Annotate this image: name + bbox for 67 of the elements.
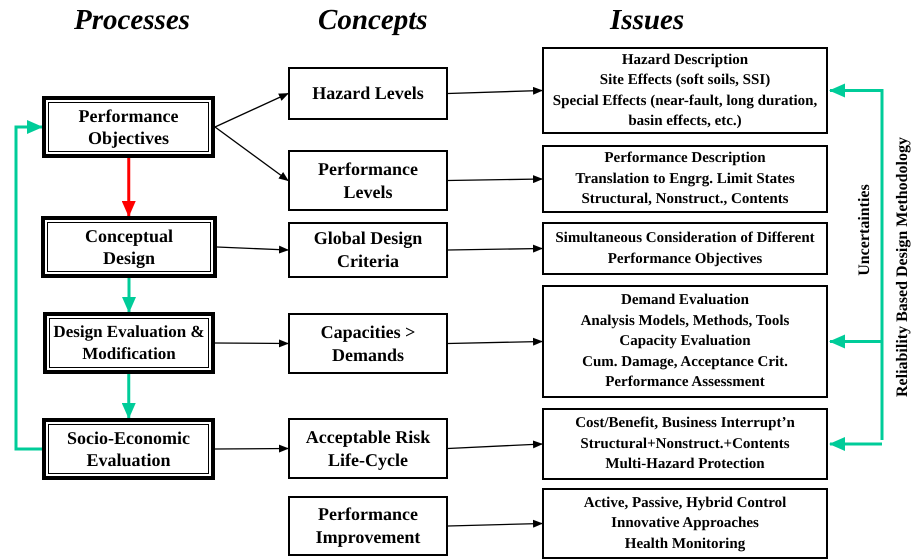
concept-box — [288, 67, 448, 120]
issue-box — [542, 408, 828, 480]
arrow — [214, 126, 289, 182]
arrow — [448, 520, 543, 528]
box-label: Design Evaluation & Modification — [52, 321, 206, 365]
arrow — [829, 437, 882, 451]
arrow — [122, 278, 136, 313]
process-box — [43, 312, 215, 374]
issue-text: Analysis Models, Methods, Tools — [580, 312, 790, 331]
issue-text: Capacity Evaluation — [619, 332, 751, 352]
column-heading: Issues — [610, 4, 684, 37]
issue-box — [542, 285, 828, 398]
box-label: Acceptable Risk Life-Cycle — [304, 426, 432, 472]
process-box — [42, 96, 215, 158]
side-label: Uncertainties — [856, 184, 874, 276]
issue-text: Cum. Damage, Acceptance Crit. — [582, 352, 788, 372]
issue-text: Health Monitoring — [624, 534, 746, 554]
concept-box — [288, 418, 448, 479]
box-label: Performance Objectives — [78, 105, 180, 149]
column-heading: Processes — [74, 4, 190, 37]
column-heading: Concepts — [318, 4, 428, 37]
arrow — [448, 244, 543, 253]
box-label: Performance Levels — [317, 158, 419, 204]
concept-box — [288, 150, 448, 211]
arrow — [829, 84, 884, 440]
issue-box — [542, 488, 828, 559]
box-label: Performance Improvement — [314, 503, 422, 549]
issue-text: Special Effects (near-fault, long duration, basin effects, etc.) — [552, 92, 818, 131]
box-label: Capacities > Demands — [320, 320, 416, 366]
issue-text: Innovative Approaches — [611, 514, 759, 534]
issue-text: Simultaneous Consideration of Different Performance Objectives — [554, 229, 816, 268]
issue-text: Translation to Engrg. Limit States — [575, 170, 795, 189]
issue-text: Site Effects (soft soils, SSI) — [600, 71, 770, 90]
arrow — [448, 338, 543, 346]
side-label: Reliability Based Design Methodology — [894, 137, 912, 397]
process-box — [41, 216, 217, 278]
box-label: Hazard Levels — [312, 82, 424, 105]
arrow — [122, 374, 136, 419]
arrow — [215, 444, 289, 453]
box-label: Conceptual Design — [84, 225, 174, 269]
concept-box — [288, 496, 448, 556]
concept-box — [288, 222, 448, 278]
arrow — [14, 120, 43, 450]
issue-text: Performance Assessment — [605, 373, 765, 392]
issue-box — [542, 222, 828, 275]
arrow — [215, 339, 289, 348]
arrow — [448, 440, 543, 450]
box-label: Socio-Economic Evaluation — [66, 427, 191, 471]
box-label: Global Design Criteria — [312, 227, 424, 273]
issue-text: Active, Passive, Hybrid Control — [584, 494, 786, 513]
issue-text: Hazard Description — [622, 50, 748, 70]
issue-text: Structural+Nonstruct.+Contents — [580, 434, 790, 454]
issue-text: Multi-Hazard Protection — [605, 455, 765, 474]
arrow — [448, 175, 543, 184]
arrow — [448, 86, 543, 95]
arrow — [122, 158, 136, 217]
issue-box — [542, 145, 828, 213]
issue-text: Performance Description — [604, 149, 766, 168]
process-box — [42, 418, 215, 480]
issue-text: Demand Evaluation — [621, 291, 749, 310]
issue-box — [542, 47, 828, 134]
arrow — [216, 246, 289, 254]
arrow — [214, 92, 289, 128]
issue-text: Structural, Nonstruct., Contents — [581, 190, 789, 210]
issue-text: Cost/Benefit, Business Interrupt’n — [575, 414, 795, 434]
concept-box — [288, 313, 448, 374]
arrow — [829, 334, 882, 348]
